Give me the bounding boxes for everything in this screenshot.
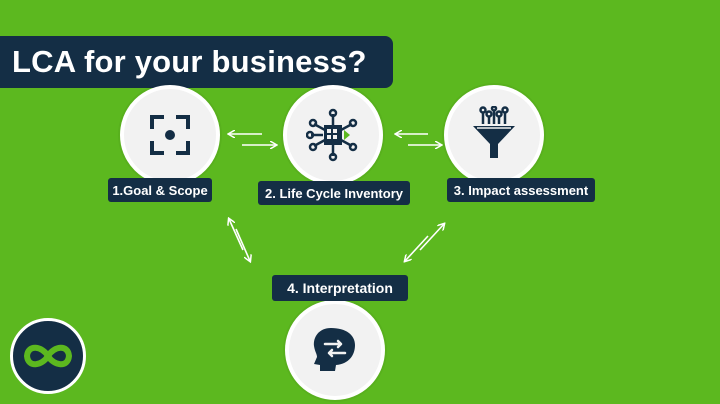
funnel-icon [473,106,515,158]
infinity-logo-icon [23,344,73,368]
step-1-label: 1.Goal & Scope [108,178,212,202]
arrow-3-to-4 [405,235,429,261]
arrow-4-to-1 [229,219,244,251]
step-4-circle [285,300,385,400]
title-banner: LCA for your business? [0,36,393,88]
head-arrows-icon [313,328,355,371]
target-focus-icon [150,115,190,155]
brand-logo [10,318,86,394]
arrow-1-to-4 [235,228,250,261]
step-3-label: 3. Impact assessment [447,178,595,202]
inventory-network-icon [306,108,358,162]
step-4-label: 4. Interpretation [272,275,408,301]
step-2-label: 2. Life Cycle Inventory [258,181,410,205]
arrow-4-to-3 [419,224,444,251]
page-title: LCA for your business? [12,44,367,79]
